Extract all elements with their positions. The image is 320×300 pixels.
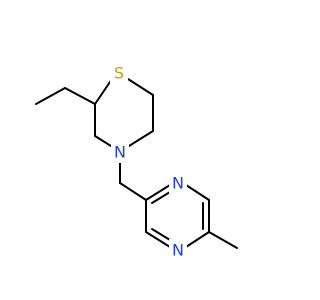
bond-ethyl-ch3-ch2: [35, 87, 66, 105]
bond-pyrazine-c-n-bottom: [185, 231, 210, 248]
atom-nitrogen-pyrazine-top-label: N: [172, 174, 184, 193]
molecule-structure-diagram: S N N N: [35, 62, 238, 261]
bond-s1-c6: [127, 78, 154, 96]
atom-sulfur-background: [110, 62, 128, 84]
bond-c5-n4: [128, 130, 154, 147]
bond-pyrazine-n-ch-bottom: [145, 231, 171, 248]
atom-nitrogen-pyrazine-top-background: [169, 172, 187, 194]
bond-ethyl-ch2-c2: [64, 87, 96, 105]
atom-nitrogen-thiomorpholine-label: N: [114, 143, 126, 162]
bond-pyrazine-n-ch-top: [185, 184, 210, 201]
bond-pyrazine-methyl: [208, 231, 238, 249]
bond-pyrazine-inner-top: [151, 191, 171, 204]
atom-nitrogen-pyrazine-bottom-label: N: [172, 241, 184, 260]
bond-pyrazine-inner-bottom: [151, 228, 171, 241]
atom-sulfur: S: [110, 62, 128, 84]
atom-nitrogen-thiomorpholine-background: [111, 141, 129, 163]
bond-linker-pyrazine: [119, 182, 147, 201]
atom-sulfur-label: S: [114, 64, 124, 83]
atom-nitrogen-pyrazine-bottom: N: [169, 239, 187, 261]
atom-nitrogen-thiomorpholine: N: [111, 141, 129, 163]
atom-nitrogen-pyrazine-bottom-background: [169, 239, 187, 261]
atom-nitrogen-pyrazine-top: N: [169, 172, 187, 194]
bond-n4-c3: [94, 135, 112, 147]
bond-pyrazine-c-n-top: [145, 184, 171, 201]
atom-label-layer: S N N N: [110, 62, 187, 261]
bond-layer: [35, 78, 238, 249]
bond-c2-s1: [94, 78, 113, 105]
